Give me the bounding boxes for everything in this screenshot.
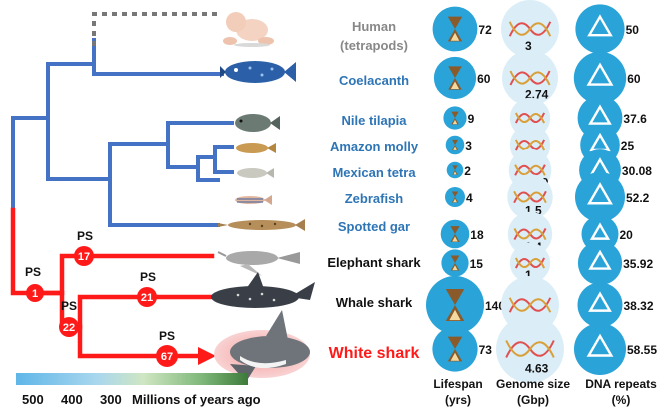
lifespan-value: 18 (470, 228, 484, 242)
white-shark-picture (214, 310, 310, 382)
lifespan-value: 4 (466, 191, 473, 205)
ps-node-17-label: PS (77, 229, 93, 243)
dna-repeats-value: 25 (621, 139, 635, 153)
ps-node-22-label: PS (61, 299, 77, 313)
species-label-coelacanth: Coelacanth (339, 73, 409, 88)
coelacanth-picture (220, 61, 296, 83)
dna-repeats-value: 35.92 (623, 257, 653, 271)
spotted-gar-picture (218, 219, 305, 231)
blue-branches (13, 40, 232, 225)
lifespan-hourglass-icon (434, 57, 476, 99)
ps-node-1: PS 1 (25, 265, 44, 302)
dna-repeats-value: 38.32 (624, 299, 654, 313)
ps-node-17: PS 17 (74, 229, 94, 266)
ps-node-21: PS 21 (137, 270, 157, 307)
repeats-recycle-icon (578, 241, 622, 285)
timescale-bar (16, 373, 248, 385)
repeats-recycle-icon (578, 283, 623, 328)
species-label-human-sub: (tetrapods) (340, 38, 408, 53)
species-label-whale-shark: Whale shark (336, 295, 413, 310)
lifespan-hourglass-icon (432, 326, 477, 371)
mexican-tetra-picture (237, 168, 274, 178)
timescale-tick-300: 300 (100, 392, 122, 407)
timescale-label: Millions of years ago (132, 392, 261, 407)
ps-node-1-number: 1 (32, 288, 38, 300)
ps-node-17-number: 17 (78, 251, 90, 263)
species-label-elephant-shark: Elephant shark (327, 255, 421, 270)
lifespan-hourglass-icon (433, 7, 478, 52)
lifespan-value: 3 (465, 139, 472, 153)
white-shark-arrowhead (198, 347, 216, 365)
human-branch (94, 14, 222, 46)
elephant-shark-picture (218, 251, 300, 276)
lifespan-header: Lifespan (433, 377, 482, 391)
repeats-recycle-icon (575, 4, 624, 53)
lifespan-hourglass-icon (441, 220, 470, 249)
genome-size-header: Genome size (496, 377, 570, 391)
organism-pictures (211, 12, 315, 382)
species-label-human: Human (352, 19, 396, 34)
dna-repeats-value: 52.2 (626, 191, 650, 205)
species-label-zebrafish: Zebrafish (345, 191, 404, 206)
phylogenetic-tree: PS 1 PS 17 PS 22 PS 21 PS 67 (13, 14, 232, 367)
species-label-mexican-tetra: Mexican tetra (332, 165, 416, 180)
timescale-tick-500: 500 (22, 392, 44, 407)
ps-node-67: PS 67 (156, 329, 178, 367)
lifespan-hourglass-icon (447, 162, 464, 179)
dna-repeats-value: 37.6 (623, 112, 647, 126)
lifespan-hourglass-icon (445, 187, 465, 207)
lifespan-value: 60 (477, 72, 491, 86)
dna-repeats-value: 60 (627, 72, 641, 86)
genome-size-value: 4.63 (525, 362, 549, 376)
lifespan-value: 2 (464, 164, 471, 178)
species-label-amazon-molly: Amazon molly (330, 139, 419, 154)
lifespan-hourglass-icon (443, 106, 466, 129)
dna-repeats-value: 30.08 (622, 164, 652, 178)
lifespan-value: 72 (478, 23, 492, 37)
zebrafish-picture (235, 195, 272, 205)
ps-node-21-number: 21 (141, 292, 153, 304)
column-headers: Lifespan (yrs) Genome size (Gbp) DNA rep… (433, 377, 657, 407)
repeats-recycle-icon (575, 172, 625, 222)
species-label-white-shark: White shark (329, 345, 420, 362)
lifespan-value: 15 (470, 257, 484, 271)
lifespan-hourglass-icon (441, 249, 468, 276)
dna-repeats-value: 50 (626, 23, 640, 37)
ps-node-21-label: PS (140, 270, 156, 284)
timescale: 500 400 300 Millions of years ago (16, 373, 261, 407)
ps-node-67-number: 67 (161, 351, 173, 363)
genome-size-unit: (Gbp) (517, 393, 549, 407)
ps-node-1-label: PS (25, 265, 41, 279)
species-labels: Human (tetrapods) Coelacanth Nile tilapi… (327, 19, 421, 362)
red-branches (13, 210, 216, 365)
baby-picture (223, 12, 274, 47)
dna-repeats-unit: (%) (612, 393, 631, 407)
whale-shark-picture (211, 272, 315, 308)
nile-tilapia-picture (235, 114, 280, 132)
ps-node-67-label: PS (159, 329, 175, 343)
dna-repeats-header: DNA repeats (585, 377, 657, 391)
lifespan-hourglass-icon (446, 136, 465, 155)
lifespan-value: 73 (479, 343, 493, 357)
species-label-nile-tilapia: Nile tilapia (341, 113, 407, 128)
lifespan-value: 9 (468, 112, 475, 126)
ps-node-22-number: 22 (63, 322, 75, 334)
lifespan-hourglass-icon (426, 276, 484, 334)
trait-columns: 72350602.74609137.6312521.1930.0841.552.… (426, 0, 657, 383)
repeats-recycle-icon (574, 323, 626, 375)
dna-repeats-value: 58.55 (627, 343, 657, 357)
species-label-spotted-gar: Spotted gar (338, 219, 410, 234)
timescale-tick-400: 400 (61, 392, 83, 407)
dna-repeats-value: 20 (620, 228, 634, 242)
lifespan-unit: (yrs) (445, 393, 471, 407)
amazon-molly-picture (236, 143, 276, 153)
